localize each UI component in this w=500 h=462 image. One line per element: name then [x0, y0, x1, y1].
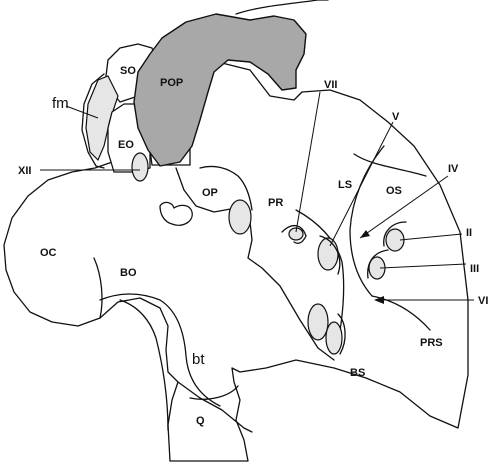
label-eo: EO — [118, 139, 134, 151]
iii-leader — [379, 263, 467, 269]
label-v: V — [392, 111, 400, 123]
foramen-magnum — [85, 75, 119, 162]
label-q: Q — [196, 415, 205, 427]
v-leader — [329, 121, 394, 247]
label-bo: BO — [120, 267, 137, 279]
laterosphenoid-suture — [295, 209, 345, 345]
ls-os-suture — [349, 145, 385, 297]
vi-arrowhead — [374, 296, 384, 304]
quadrate-outline — [177, 381, 253, 433]
label-fm: fm — [52, 95, 69, 112]
label-oc: OC — [40, 247, 57, 259]
prs-suture — [371, 295, 431, 331]
label-bt: bt — [192, 351, 205, 368]
label-vi: VI — [478, 295, 488, 307]
basal-tuber-process — [159, 201, 193, 226]
basisphenoid-foramen-1 — [307, 303, 329, 341]
ii-leader — [399, 233, 463, 241]
fm-leader — [65, 105, 99, 119]
prootic-margin — [199, 165, 253, 211]
opisthotic-foramen — [228, 199, 252, 235]
label-ls: LS — [338, 179, 352, 191]
label-op: OP — [202, 187, 218, 199]
iv-arrowhead — [360, 230, 370, 238]
foramen-magnum-rim — [81, 73, 105, 169]
top-skull-curve — [235, 0, 329, 15]
label-iv: IV — [448, 163, 459, 175]
basal-tubera-line — [189, 385, 239, 400]
label-xii: XII — [18, 165, 31, 177]
nerve-ii-lip — [383, 221, 407, 247]
label-bs: BS — [350, 367, 365, 379]
label-pr: PR — [268, 197, 283, 209]
basioccipital-tube — [119, 299, 169, 431]
os-ventral-edge — [353, 153, 427, 177]
label-os: OS — [386, 185, 402, 197]
label-iii: III — [470, 263, 479, 275]
label-pop: POP — [160, 77, 183, 89]
label-vii: VII — [324, 79, 337, 91]
vii-leader — [295, 91, 321, 233]
label-ii: II — [466, 227, 472, 239]
label-so: SO — [120, 65, 136, 77]
nerve-v-lip — [319, 235, 341, 275]
basisphenoid-lip — [337, 313, 346, 355]
basioccipital-suture — [99, 293, 221, 407]
iv-leader — [359, 175, 449, 239]
prootic-nerve-vii-lip — [281, 225, 307, 244]
occipital-condyle-suture — [93, 257, 103, 319]
nerve-vii-foramen — [288, 227, 304, 241]
otic-region-line — [175, 167, 335, 361]
nerve-xii-foramen — [131, 152, 149, 182]
basisphenoid-foramen-2 — [325, 321, 343, 355]
label-prs: PRS — [420, 337, 443, 349]
nerve-iii-lip — [367, 249, 389, 279]
nerve-v-foramen — [317, 237, 339, 271]
paroccipital-process — [133, 13, 307, 167]
